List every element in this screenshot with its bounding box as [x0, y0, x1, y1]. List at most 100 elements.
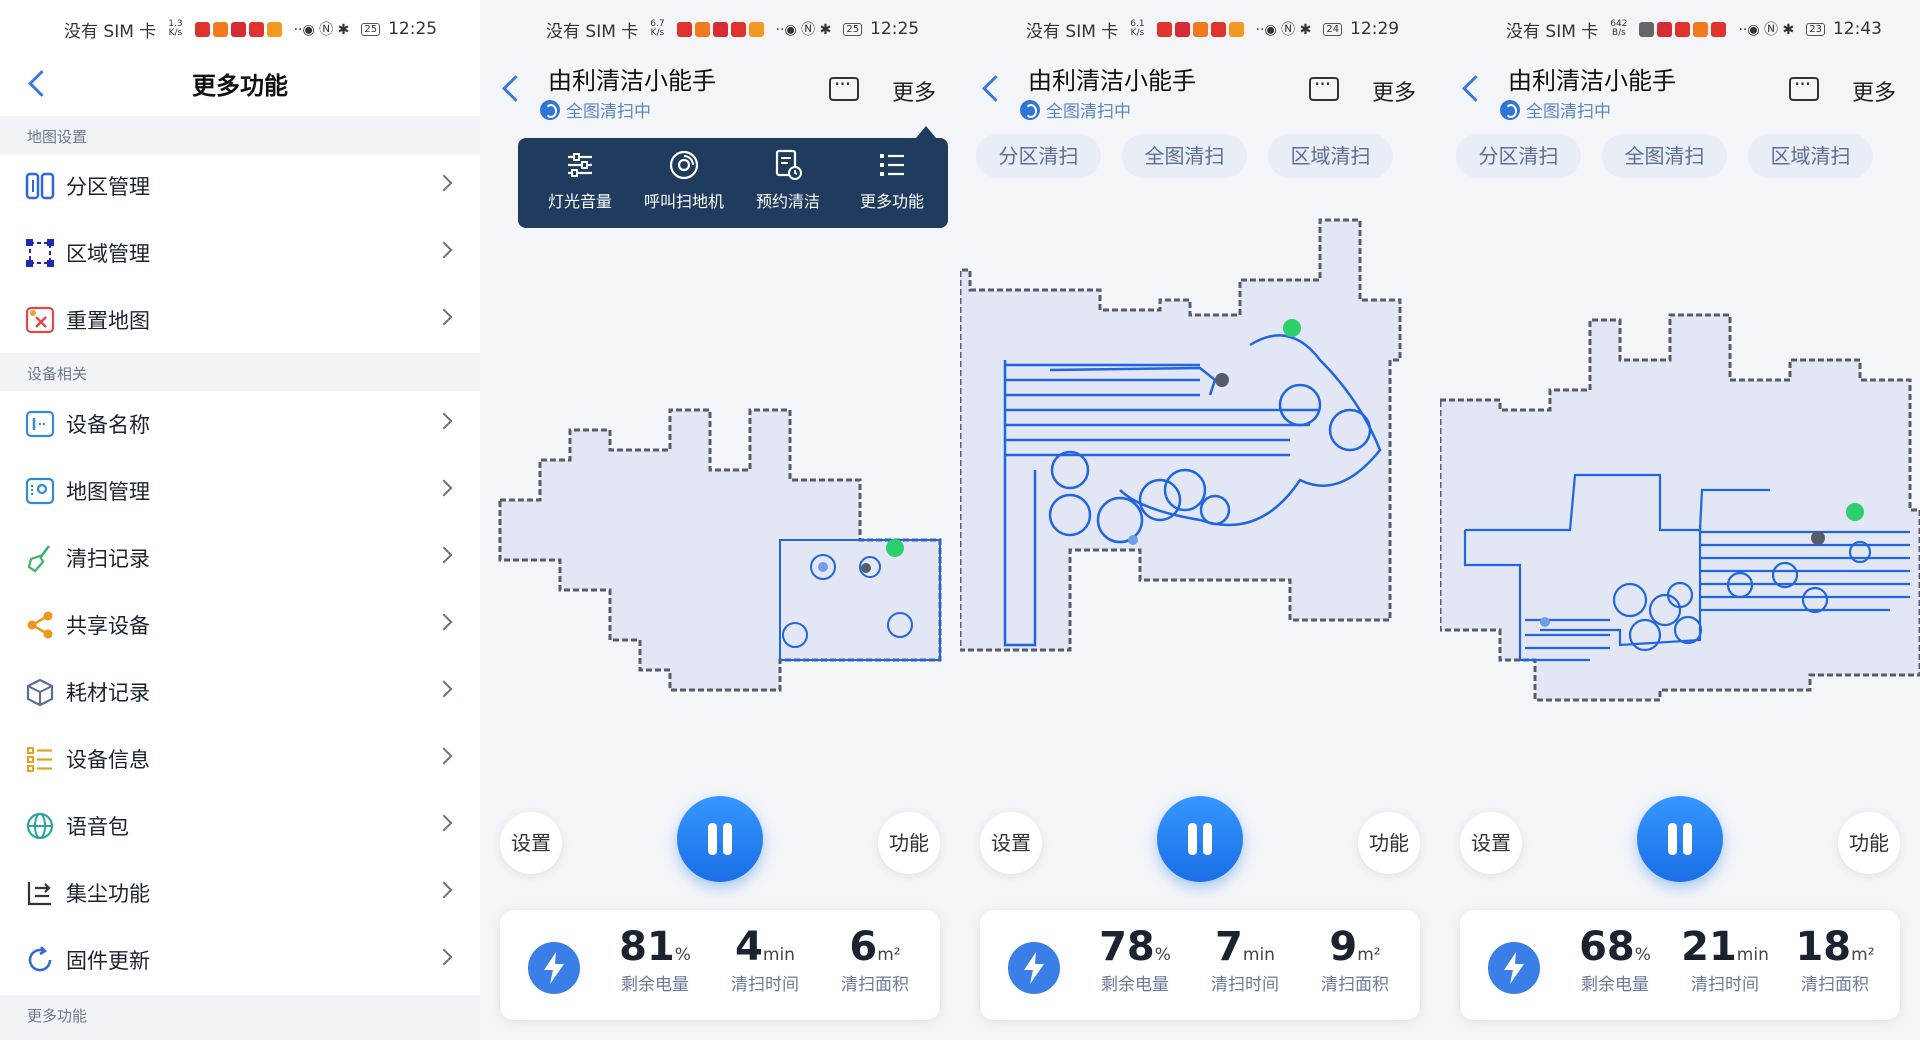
popup-item-call-robot[interactable]: 呼叫扫地机: [632, 148, 736, 212]
back-arrow-icon[interactable]: [1456, 73, 1486, 103]
menu-item-firmware-update[interactable]: 固件更新: [0, 926, 480, 993]
menu-label: 区域管理: [66, 241, 150, 266]
chevron-right-icon: [435, 546, 453, 564]
notification-icons: [1639, 21, 1727, 37]
device-name: 由利清洁小能手: [1508, 67, 1676, 95]
functions-button[interactable]: 功能: [1358, 812, 1420, 874]
notification-icons: [194, 21, 282, 37]
menu-item-dust-collection[interactable]: 集尘功能: [0, 859, 480, 926]
mode-pills: 分区清扫 全图清扫 区域清扫: [960, 130, 1440, 180]
chevron-right-icon: [435, 680, 453, 698]
battery-stat: 81%剩余电量: [619, 924, 691, 995]
functions-button[interactable]: 功能: [1838, 812, 1900, 874]
cleaning-map[interactable]: [1440, 300, 1920, 710]
control-bar: 设置 功能: [1440, 792, 1920, 882]
menu-item-device-info[interactable]: 设备信息: [0, 725, 480, 792]
cleaning-map[interactable]: [960, 200, 1440, 670]
status-text: 全图清扫中: [1526, 102, 1611, 122]
pill-area-clean[interactable]: 区域清扫: [1748, 134, 1873, 178]
chevron-right-icon: [435, 747, 453, 765]
battery-icon: 25: [843, 22, 863, 36]
menu-item-partition[interactable]: 分区管理: [0, 152, 480, 219]
pill-zone-clean[interactable]: 分区清扫: [1456, 134, 1581, 178]
message-icon[interactable]: [1309, 72, 1339, 101]
more-button[interactable]: 更多: [1372, 81, 1417, 106]
globe-icon: [1020, 99, 1040, 120]
menu-item-voice-pack[interactable]: 语音包: [0, 792, 480, 859]
settings-button[interactable]: 设置: [1460, 812, 1522, 874]
section-device-related: 设备相关: [0, 353, 480, 391]
pause-button[interactable]: [1637, 796, 1723, 882]
popup-item-more-functions[interactable]: 更多功能: [840, 148, 944, 212]
area-icon: [24, 237, 56, 269]
settings-button[interactable]: 设置: [980, 812, 1042, 874]
pill-area-clean[interactable]: 区域清扫: [1268, 134, 1393, 178]
schedule-icon: [771, 148, 805, 182]
sim-status: 没有 SIM 卡: [1026, 21, 1119, 42]
menu-item-clean-records[interactable]: 清扫记录: [0, 524, 480, 591]
message-icon[interactable]: [1789, 72, 1819, 101]
popup-item-schedule[interactable]: 预约清洁: [736, 148, 840, 212]
message-icon[interactable]: [829, 72, 859, 101]
chevron-right-icon: [435, 948, 453, 966]
pause-button[interactable]: [677, 796, 763, 882]
system-icons: ··◉ Ⓝ ✱: [775, 22, 832, 38]
status-text: 全图清扫中: [566, 102, 651, 122]
pill-zone-clean[interactable]: 分区清扫: [976, 134, 1101, 178]
device-header: 由利清洁小能手 全图清扫中 更多: [960, 55, 1440, 125]
popup-item-light-volume[interactable]: 灯光音量: [528, 148, 632, 212]
more-button[interactable]: 更多: [1852, 81, 1897, 106]
menu-item-share-device[interactable]: 共享设备: [0, 591, 480, 658]
call-robot-icon: [667, 148, 701, 182]
popup-label: 预约清洁: [755, 192, 820, 211]
menu-item-area[interactable]: 区域管理: [0, 219, 480, 286]
sim-status: 没有 SIM 卡: [546, 21, 639, 42]
cleaning-status: 全图清扫中: [540, 97, 651, 122]
menu-label: 共享设备: [66, 613, 150, 638]
pause-button[interactable]: [1157, 796, 1243, 882]
battery-bolt-icon: [1008, 942, 1060, 994]
more-button[interactable]: 更多: [892, 81, 937, 106]
system-icons: ··◉ Ⓝ ✱: [1255, 22, 1312, 38]
menu-item-consumables[interactable]: 耗材记录: [0, 658, 480, 725]
menu-item-device-name[interactable]: 设备名称: [0, 390, 480, 457]
chevron-right-icon: [435, 613, 453, 631]
more-list-icon: [875, 148, 909, 182]
menu-item-map-manage[interactable]: 地图管理: [0, 457, 480, 524]
menu-label: 分区管理: [66, 174, 150, 199]
pill-full-clean[interactable]: 全图清扫: [1122, 134, 1247, 178]
menu-label: 集尘功能: [66, 881, 150, 906]
popup-label: 呼叫扫地机: [643, 192, 724, 211]
dust-icon: [24, 877, 56, 909]
notification-icons: [676, 21, 764, 37]
settings-button[interactable]: 设置: [500, 812, 562, 874]
back-arrow-icon[interactable]: [976, 73, 1006, 103]
list-icon: [24, 743, 56, 775]
page-title: 更多功能: [192, 72, 288, 100]
map-manage-icon: [24, 475, 56, 507]
device-header: 由利清洁小能手 全图清扫中 更多: [480, 55, 960, 125]
section-map-settings: 地图设置: [0, 116, 480, 154]
battery-icon: 24: [1323, 22, 1343, 36]
pill-full-clean[interactable]: 全图清扫: [1602, 134, 1727, 178]
back-arrow-icon[interactable]: [496, 73, 526, 103]
system-icons: ··◉ Ⓝ ✱: [1738, 22, 1795, 38]
device-name: 由利清洁小能手: [1028, 67, 1196, 95]
cleaning-map[interactable]: [480, 390, 960, 710]
menu-item-reset-map[interactable]: 重置地图: [0, 286, 480, 353]
functions-button[interactable]: 功能: [878, 812, 940, 874]
